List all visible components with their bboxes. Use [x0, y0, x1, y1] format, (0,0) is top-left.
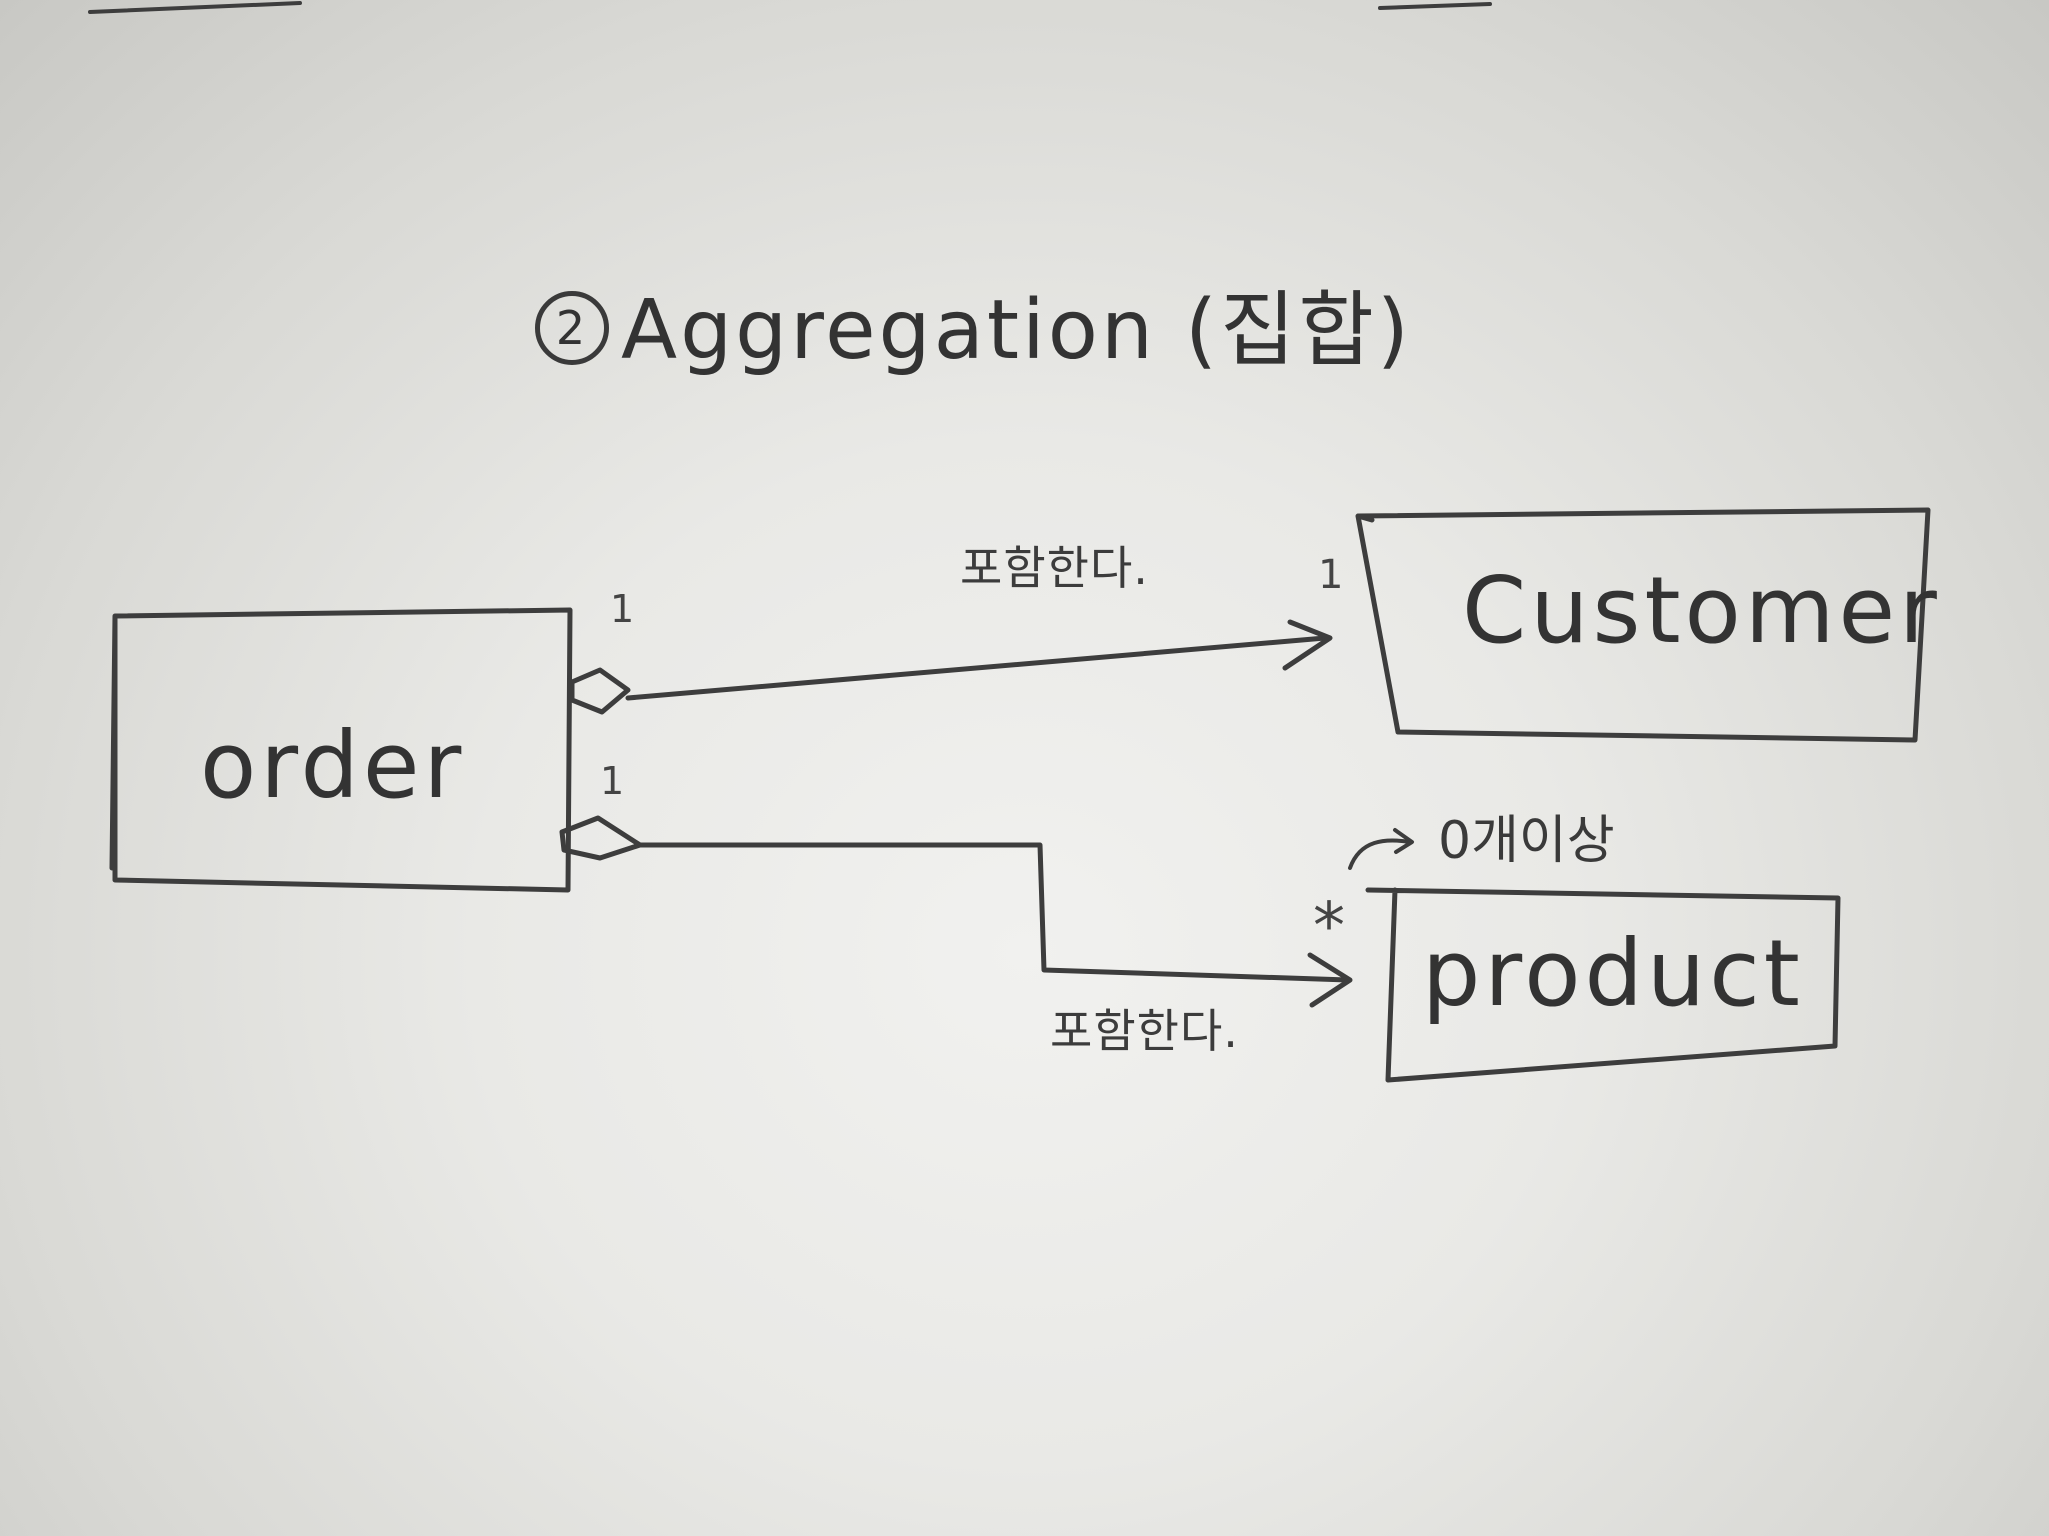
order-product-target-multiplicity: *: [1313, 890, 1345, 964]
product-association-label: 포함한다.: [1050, 1004, 1239, 1058]
customer-aggregation-diamond: [569, 667, 631, 715]
order-product-source-multiplicity: 1: [600, 759, 625, 803]
product-association-line: [637, 842, 1351, 983]
order-customer-target-multiplicity: 1: [1318, 552, 1344, 598]
order-customer-source-multiplicity: 1: [610, 587, 635, 631]
customer-box: [1355, 507, 1931, 743]
customer-arrowhead: [1282, 619, 1333, 671]
top-edge-mark-right: [1378, 2, 1492, 10]
product-box: [1365, 887, 1841, 1083]
customer-association-line: [625, 635, 1328, 701]
order-box: [109, 607, 573, 893]
note-arrow: [1348, 838, 1412, 870]
title-number: 2: [535, 290, 609, 365]
order-class-name: order: [200, 712, 466, 819]
customer-association-label: 포함한다.: [960, 541, 1149, 595]
top-edge-mark-left: [88, 1, 302, 14]
multiplicity-note: 0개이상: [1438, 811, 1615, 871]
title-text: Aggregation (집합): [621, 283, 1412, 378]
customer-class-name: Customer: [1462, 557, 1941, 664]
product-arrowhead: [1307, 952, 1353, 1008]
note-arrow-head: [1393, 828, 1414, 854]
product-aggregation-diamond: [559, 815, 643, 861]
product-class-name: product: [1422, 920, 1804, 1027]
